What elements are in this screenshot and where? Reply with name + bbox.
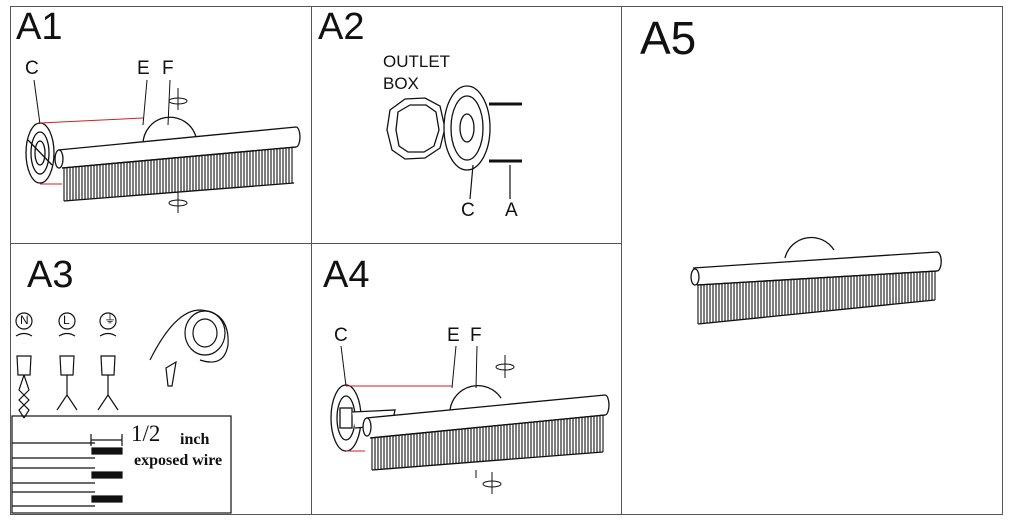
a3-live-symbol: L (63, 313, 70, 327)
panel-a4 (311, 243, 622, 515)
panel-a5-label: A5 (640, 12, 697, 64)
a3-ground-symbol: ⏚ (104, 312, 117, 326)
a3-fraction: 1/2 (131, 421, 161, 446)
a3-wiring-drawing (11, 309, 232, 514)
a4-callout-lines (340, 345, 515, 494)
a2-callout-c: C (461, 200, 475, 221)
a4-callout-e: E (447, 325, 460, 346)
panel-a4-label: A4 (323, 254, 370, 296)
a3-neutral-symbol: N (20, 313, 29, 327)
a2-outlet-line1: OUTLET (383, 52, 451, 71)
a5-fixture-drawing (690, 236, 942, 325)
a4-fixture-drawing (330, 384, 610, 471)
panel-a3 (10, 243, 312, 515)
a3-unit: inch (180, 431, 210, 448)
a1-callout-f: F (162, 58, 174, 79)
panel-a1-label: A1 (16, 6, 63, 48)
a4-callout-f: F (470, 325, 482, 346)
a1-callout-e: E (137, 58, 150, 79)
a1-fixture-drawing (25, 116, 301, 202)
panel-a3-label: A3 (27, 254, 74, 296)
a4-callout-c: C (334, 325, 348, 346)
a1-callout-lines (33, 79, 188, 213)
a2-callout-a: A (505, 200, 518, 221)
a1-callout-c: C (25, 58, 39, 79)
panel-a2-label: A2 (318, 6, 365, 48)
a3-caption: exposed wire (134, 452, 223, 469)
a2-outlet-line2: BOX (383, 74, 419, 93)
a2-outlet-box-drawing (386, 85, 522, 200)
